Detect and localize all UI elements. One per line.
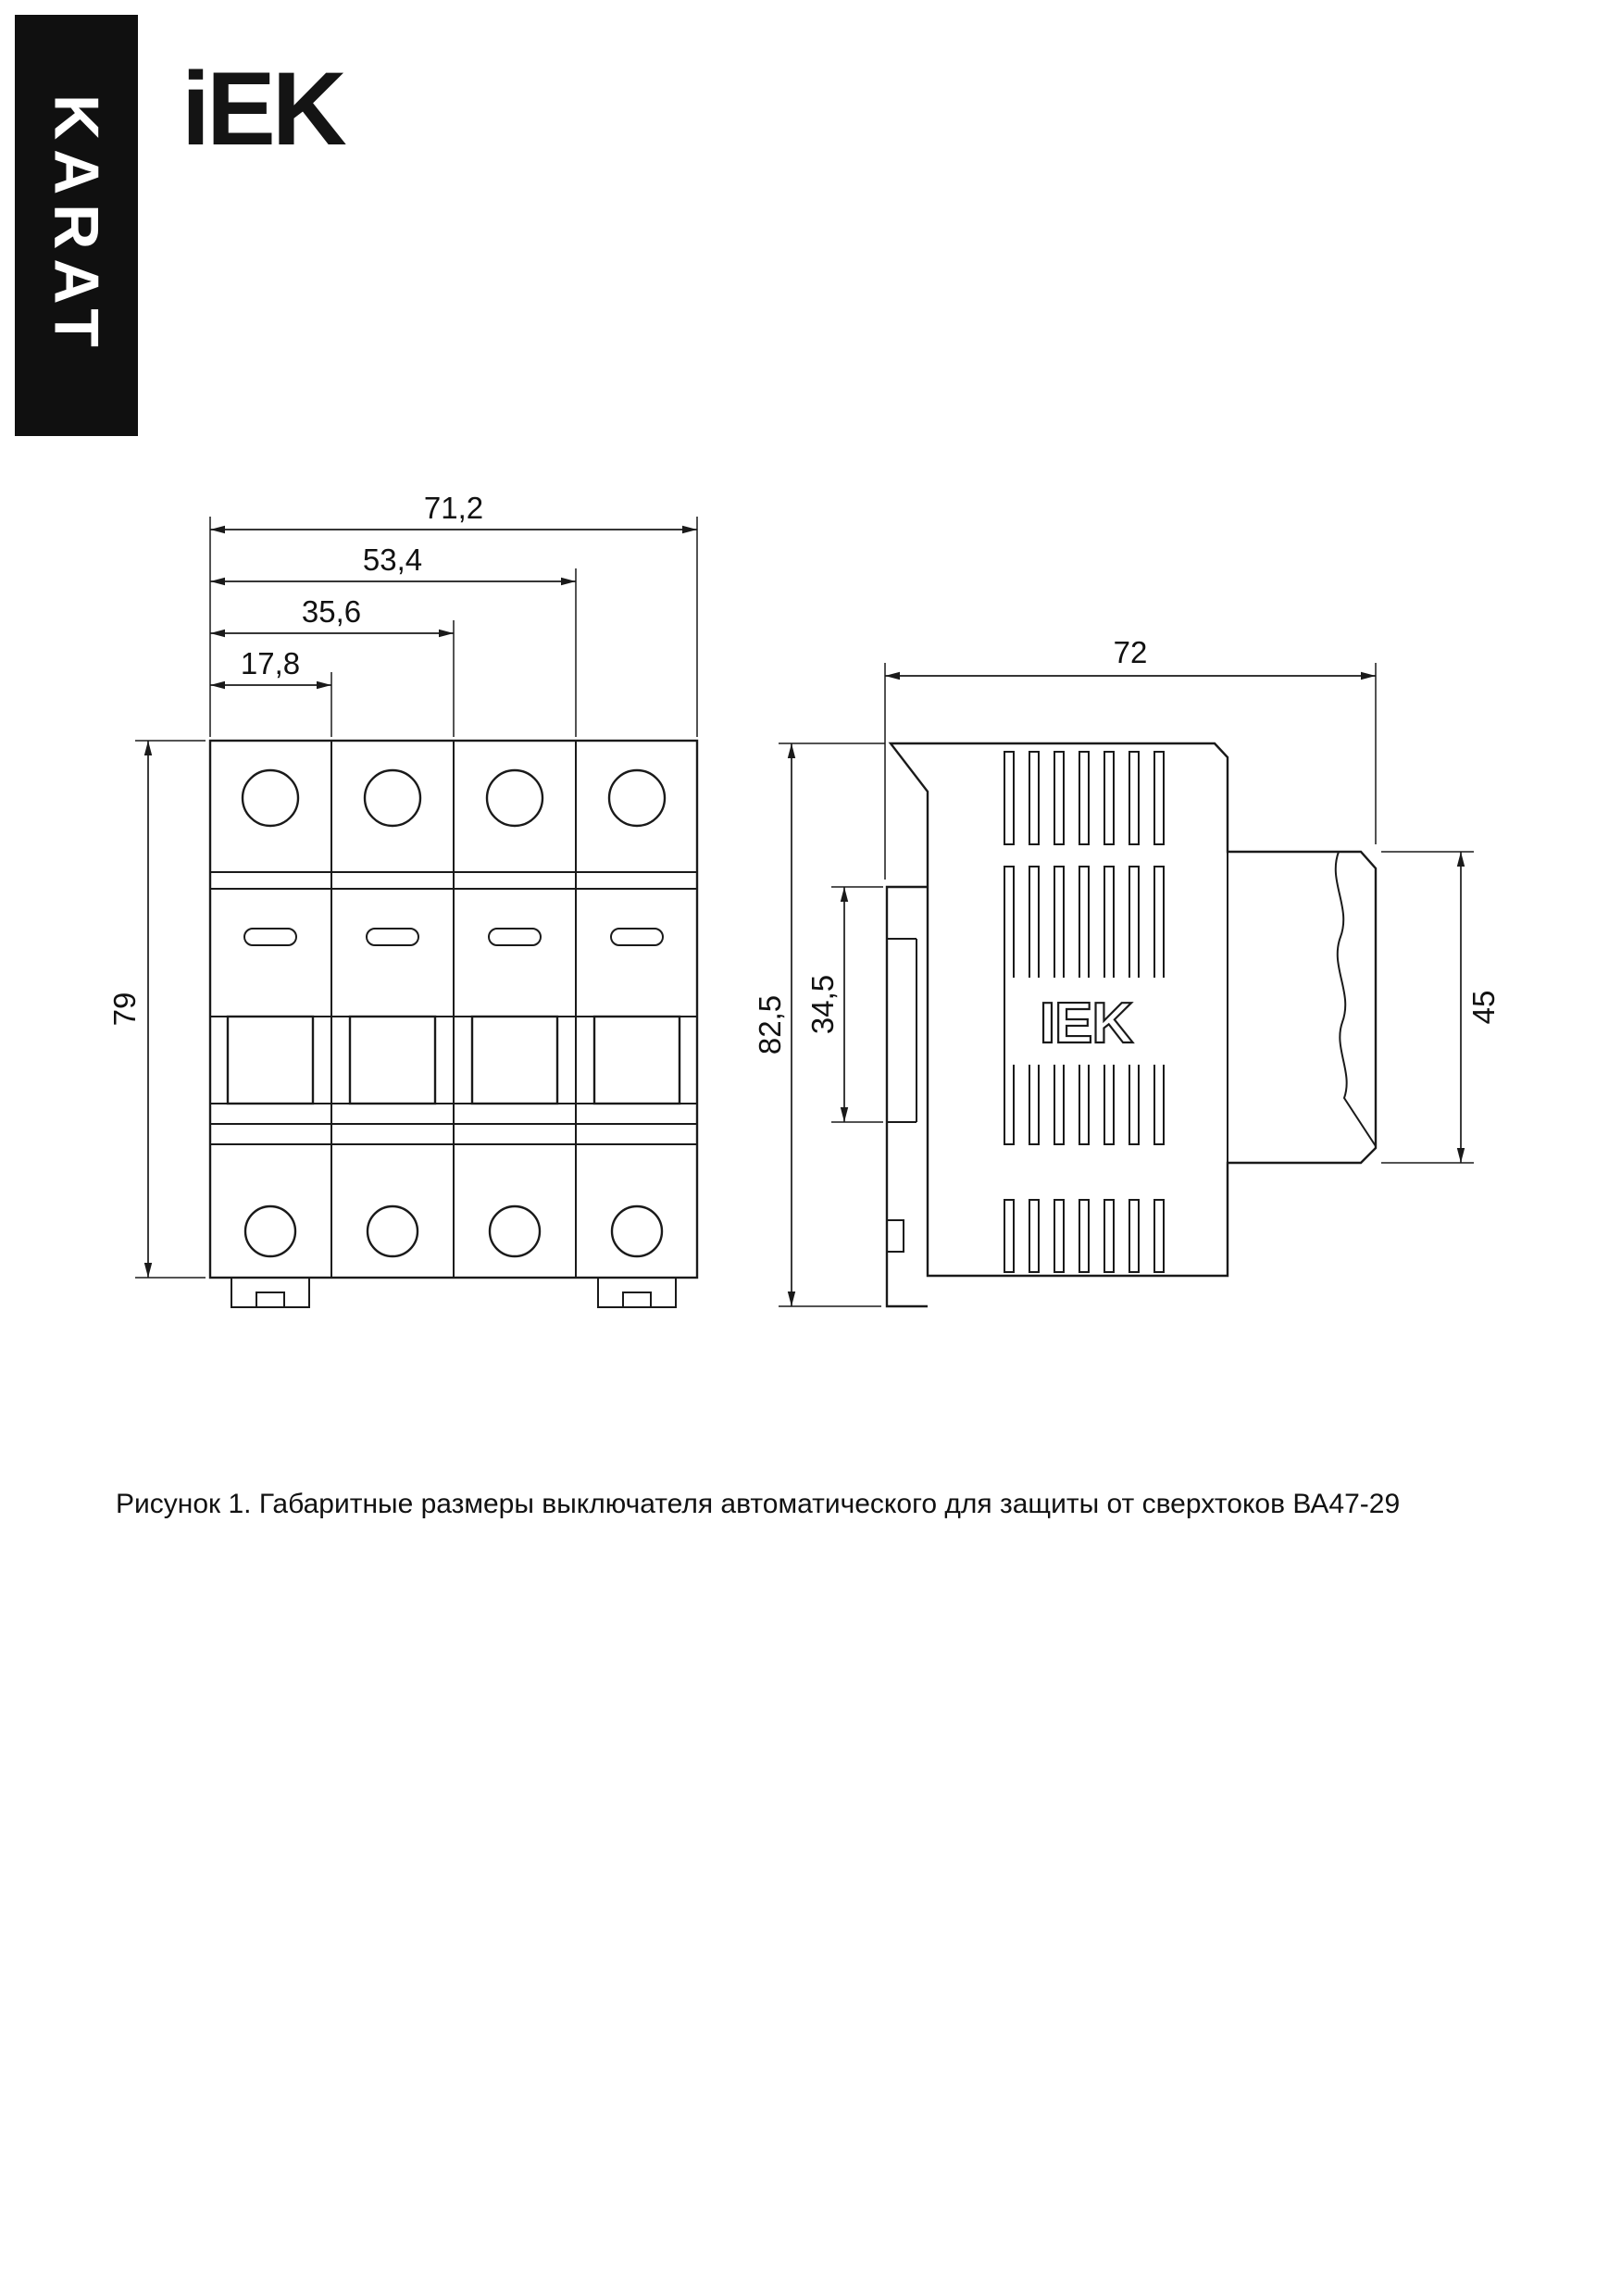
dim-label-one-module: 17,8 <box>241 646 300 680</box>
terminal-screw-circle <box>366 1204 419 1258</box>
front-view-drawing <box>208 739 699 1308</box>
din-clip-notch <box>887 1219 904 1253</box>
dim-label-total-height: 82,5 <box>753 995 787 1054</box>
dim-label-depth: 72 <box>1114 635 1148 669</box>
dim-label-three-modules: 53,4 <box>363 543 422 577</box>
dim-label-din-rail-span: 34,5 <box>805 975 840 1034</box>
toggle-handle <box>348 1015 437 1105</box>
dim-label-front-part-height: 45 <box>1466 991 1501 1025</box>
front-view-dimensions: 71,2 53,4 35,6 17,8 79 <box>107 491 698 1279</box>
terminal-screw-circle <box>610 1204 664 1258</box>
mounting-tab-notch <box>622 1292 652 1308</box>
handle-recess-break-line <box>1334 851 1377 1147</box>
toggle-handle <box>592 1015 681 1105</box>
toggle-handle <box>470 1015 559 1105</box>
label-window <box>366 928 419 946</box>
toggle-handle <box>226 1015 315 1105</box>
brand-series-label: KARAT <box>41 94 112 356</box>
terminal-screw-circle <box>607 768 667 828</box>
label-window <box>488 928 542 946</box>
terminal-screw-circle <box>363 768 422 828</box>
din-rail-strip <box>885 885 928 1308</box>
vent-slots-top <box>1004 751 1165 845</box>
dim-label-two-modules: 35,6 <box>302 594 361 629</box>
terminal-screw-circle <box>241 768 300 828</box>
side-view-dimensions: 72 82,5 34,5 45 <box>753 635 1501 1307</box>
label-window <box>610 928 664 946</box>
dim-label-height: 79 <box>107 992 142 1027</box>
dim-label-total-width: 71,2 <box>424 491 483 525</box>
terminal-screw-circle <box>243 1204 297 1258</box>
terminal-screw-circle <box>488 1204 542 1258</box>
side-body-outline <box>888 742 1378 1278</box>
vent-slots-bottom <box>1004 1199 1165 1273</box>
logo-plate <box>1007 978 1165 1065</box>
mounting-tab-notch <box>256 1292 285 1308</box>
terminal-screw-circle <box>485 768 544 828</box>
side-iek-logo: IEK <box>1040 992 1134 1055</box>
brand-series-block: KARAT <box>15 15 138 436</box>
iek-logo: iEK <box>181 51 347 167</box>
label-window <box>243 928 297 946</box>
figure-caption: Рисунок 1. Габаритные размеры выключател… <box>116 1489 1401 1519</box>
side-view-drawing: IEK <box>885 742 1378 1308</box>
